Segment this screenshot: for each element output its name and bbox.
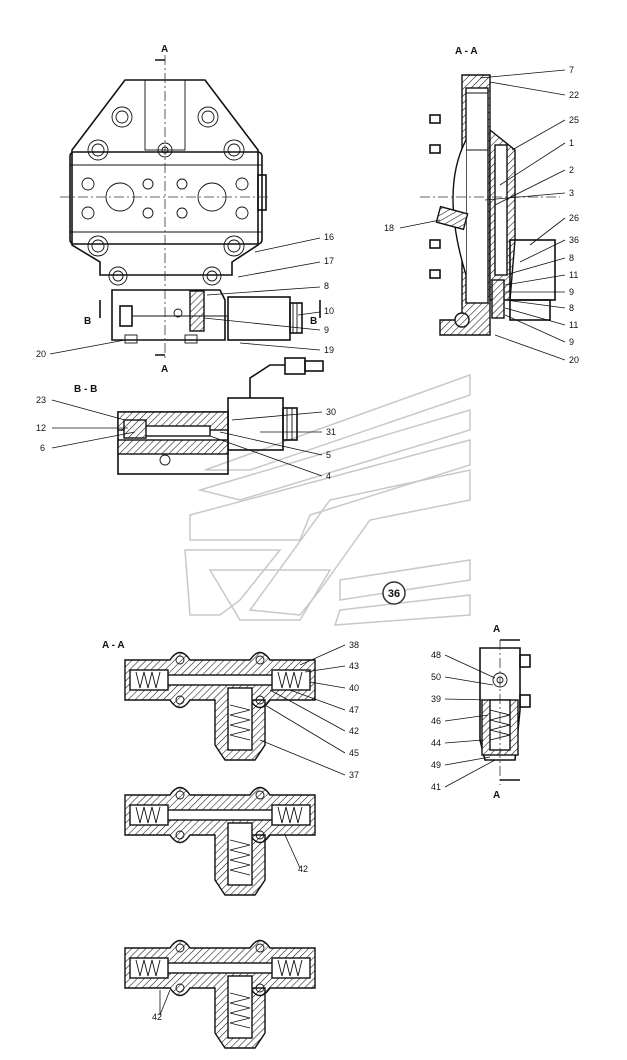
callout: 2 bbox=[569, 165, 574, 175]
callout: 8 bbox=[324, 281, 329, 291]
callout: 43 bbox=[349, 661, 359, 671]
callout: 46 bbox=[431, 716, 441, 726]
callout: 45 bbox=[349, 748, 359, 758]
callout: 12 bbox=[36, 423, 46, 433]
callout: 41 bbox=[431, 782, 441, 792]
cut-label-a-bottom-right: A bbox=[493, 790, 500, 801]
callout: 18 bbox=[384, 223, 394, 233]
callout: 8 bbox=[569, 303, 574, 313]
callout: 9 bbox=[569, 287, 574, 297]
callout: 9 bbox=[569, 337, 574, 347]
callout: 7 bbox=[569, 65, 574, 75]
callout: 44 bbox=[431, 738, 441, 748]
section-title-aa-top: A - A bbox=[455, 46, 478, 57]
callout: 11 bbox=[569, 270, 578, 280]
front-view bbox=[60, 55, 321, 360]
cut-label-b-left: B bbox=[84, 316, 91, 327]
callout: 50 bbox=[431, 672, 441, 682]
callout: 38 bbox=[349, 640, 359, 650]
watermark-logo: 36 bbox=[184, 373, 471, 626]
callout: 19 bbox=[324, 345, 334, 355]
callout: 30 bbox=[326, 407, 336, 417]
callout: 11 bbox=[569, 320, 578, 330]
callout: 31 bbox=[326, 427, 336, 437]
callout: 4 bbox=[326, 471, 331, 481]
callout: 48 bbox=[431, 650, 441, 660]
callout: 36 bbox=[569, 235, 579, 245]
watermark-badge-label: 36 bbox=[388, 588, 400, 600]
callout: 26 bbox=[569, 213, 579, 223]
callout: 42 bbox=[298, 864, 308, 874]
cut-label-a-top-right: A bbox=[493, 624, 500, 635]
callout: 20 bbox=[36, 349, 46, 359]
callout: 20 bbox=[569, 355, 579, 365]
callout: 3 bbox=[569, 188, 574, 198]
callout: 6 bbox=[40, 443, 45, 453]
side-view-leaders bbox=[444, 654, 496, 788]
callout: 39 bbox=[431, 694, 441, 704]
tee-valve-section bbox=[124, 651, 316, 761]
callout: 37 bbox=[349, 770, 359, 780]
section-title-bb: B - B bbox=[74, 384, 97, 395]
callout: 8 bbox=[569, 253, 574, 263]
section-aa-top-leaders bbox=[399, 69, 566, 361]
callout: 25 bbox=[569, 115, 579, 125]
callout: 17 bbox=[324, 256, 334, 266]
section-bb bbox=[117, 357, 324, 475]
cut-label-a-top: A bbox=[161, 44, 168, 55]
callout: 49 bbox=[431, 760, 441, 770]
tee-valve-variant-3 bbox=[124, 939, 316, 1049]
callout: 40 bbox=[349, 683, 359, 693]
callout: 23 bbox=[36, 395, 46, 405]
callout: 42 bbox=[349, 726, 359, 736]
callout: 1 bbox=[569, 138, 574, 148]
callout: 22 bbox=[569, 90, 579, 100]
cut-label-b-right: B bbox=[310, 316, 317, 327]
cut-label-a-bottom: A bbox=[161, 364, 168, 375]
section-title-aa-bottom: A - A bbox=[102, 640, 125, 651]
callout: 42 bbox=[152, 1012, 162, 1022]
callout: 9 bbox=[324, 325, 329, 335]
section-bb-leaders bbox=[51, 399, 323, 477]
callout: 10 bbox=[324, 306, 334, 316]
watermark-badge bbox=[382, 581, 406, 605]
section-aa-bottom-leaders bbox=[159, 644, 346, 1016]
side-view bbox=[479, 639, 531, 785]
callout: 5 bbox=[326, 450, 331, 460]
callout: 47 bbox=[349, 705, 359, 715]
tee-valve-variant-2 bbox=[124, 786, 316, 896]
section-aa-top bbox=[420, 74, 560, 336]
callout: 16 bbox=[324, 232, 334, 242]
front-view-leaders bbox=[49, 237, 321, 355]
